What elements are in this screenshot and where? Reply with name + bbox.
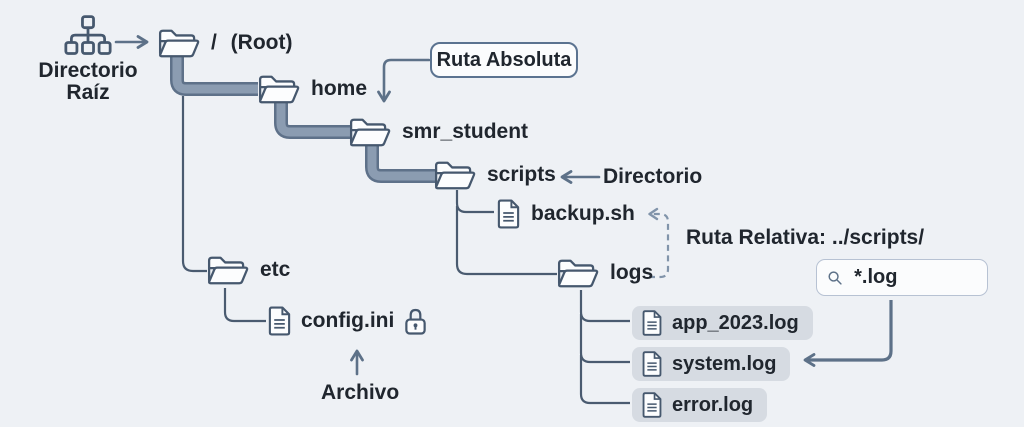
- system-log-file-icon: [642, 351, 662, 377]
- node-root: / (Root): [157, 26, 292, 60]
- system-log-label: system.log: [672, 352, 777, 375]
- search-icon: [828, 270, 842, 285]
- smr-student-label: smr_student: [402, 120, 529, 143]
- log-file-chip-error: error.log: [632, 388, 768, 422]
- search-input[interactable]: [852, 265, 977, 290]
- node-smr-student: smr_student: [348, 115, 528, 149]
- search-box: [816, 259, 988, 296]
- error-log-label: error.log: [672, 393, 754, 416]
- ruta-absoluta-label: Ruta Absoluta: [436, 48, 572, 71]
- node-scripts: scripts: [433, 158, 556, 192]
- root-folder-icon: [158, 29, 200, 58]
- error-log-file-icon: [642, 392, 662, 418]
- node-config-ini: config.ini: [267, 305, 428, 337]
- config-file-icon: [268, 306, 291, 336]
- legend-directorio-raiz-label: Directorio Raíz: [38, 59, 138, 104]
- backup-sh-label: backup.sh: [531, 202, 635, 225]
- scripts-label: scripts: [487, 163, 556, 186]
- lock-icon: [405, 308, 427, 335]
- app-log-label: app_2023.log: [672, 311, 799, 334]
- backup-file-icon: [497, 199, 520, 229]
- log-file-chip-app2023: app_2023.log: [632, 306, 813, 340]
- home-folder-icon: [258, 75, 300, 104]
- directory-tree-icon: [64, 15, 112, 55]
- ruta-relativa-label: Ruta Relativa: ../scripts/: [686, 226, 925, 249]
- scripts-folder-icon: [434, 161, 476, 190]
- smr-student-folder-icon: [349, 118, 391, 147]
- logs-folder-icon: [557, 259, 599, 288]
- node-logs: logs: [556, 256, 653, 290]
- etc-folder-icon: [207, 256, 249, 285]
- node-backup-sh: backup.sh: [496, 198, 635, 230]
- config-ini-label: config.ini: [301, 309, 395, 332]
- node-etc: etc: [206, 253, 290, 287]
- log-file-chip-system: system.log: [632, 347, 791, 381]
- home-label: home: [311, 77, 368, 100]
- directorio-annotation: Directorio: [603, 165, 703, 188]
- root-label: / (Root): [211, 31, 293, 54]
- ruta-absoluta-badge: Ruta Absoluta: [430, 42, 578, 78]
- logs-label: logs: [610, 261, 654, 284]
- archivo-annotation: Archivo: [321, 381, 400, 404]
- node-home: home: [257, 72, 367, 106]
- app-log-file-icon: [642, 310, 662, 336]
- etc-label: etc: [260, 258, 291, 281]
